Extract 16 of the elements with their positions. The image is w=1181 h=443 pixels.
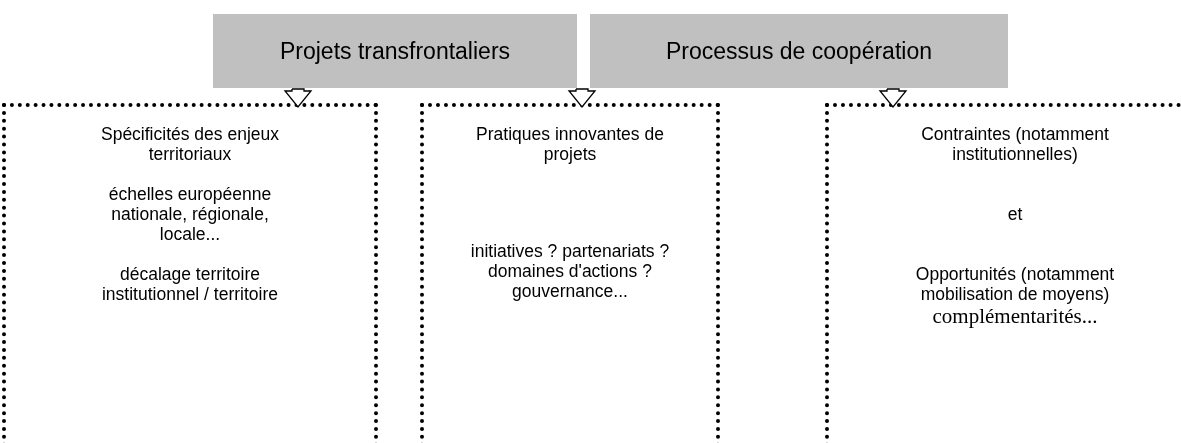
box-text: décalage territoire institutionnel / territoire [100,264,280,304]
box-text: et [1006,204,1024,224]
box-text: échelles européenne nationale, régionale, locale... [107,184,273,244]
heading-box [213,14,577,88]
heading-text: Processus de coopération [666,37,932,65]
hollow-arrow [878,88,908,109]
box-text: Opportunités (notamment mobilisation de moyens) [914,264,1116,304]
box-text: Pratiques innovantes de projets [475,124,665,164]
hollow-arrow [567,88,597,109]
box-text: complémentarités... [931,305,1099,327]
heading-text: Projets transfrontaliers [279,37,511,65]
box-text: Spécificités des enjeux territoriaux [100,124,280,164]
hollow-arrow [283,88,313,109]
box-text: Contraintes (notamment institutionnelles) [920,124,1110,164]
box-text: initiatives ? partenariats ? domaines d'actions ? gouvernance... [470,241,670,301]
heading-box [590,14,1008,88]
